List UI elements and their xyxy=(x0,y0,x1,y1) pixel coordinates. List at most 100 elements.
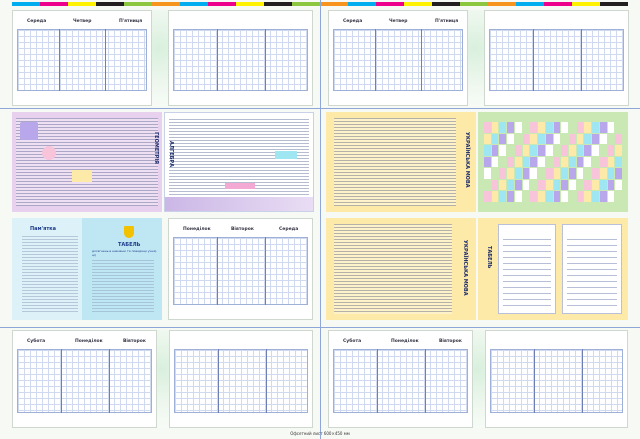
element-cell xyxy=(514,133,522,145)
element-cell xyxy=(491,191,499,202)
element-cell xyxy=(568,179,576,191)
element-cell xyxy=(561,156,568,168)
element-cell xyxy=(576,133,584,145)
geometry-title: ГЕОМЕТРІЯ xyxy=(153,132,159,165)
element-cell xyxy=(545,168,553,179)
element-cell xyxy=(607,191,615,202)
element-cell xyxy=(607,122,615,133)
diary-page-top-right xyxy=(484,10,629,106)
decorative-leaf xyxy=(152,10,168,106)
element-cell xyxy=(522,168,530,179)
day-header: Субота xyxy=(27,339,46,344)
algebra-reference-panel: АЛГЕБРА xyxy=(164,112,314,212)
diary-page-middle-left: Понеділок Вівторок Середа xyxy=(168,218,313,320)
element-cell xyxy=(599,145,607,156)
element-cell xyxy=(553,145,561,156)
element-cell xyxy=(568,156,576,168)
element-cell xyxy=(538,145,545,156)
memo-cover-panel: Пам'ятка ТАБЕЛЬ досягнень в навчанні та … xyxy=(12,218,162,320)
element-cell xyxy=(514,156,522,168)
ukrainian-reference-panel-2: УКРАЇНСЬКА МОВА xyxy=(326,218,476,320)
element-cell xyxy=(607,133,615,145)
element-cell xyxy=(522,145,530,156)
element-cell xyxy=(530,133,538,145)
element-cell xyxy=(484,168,491,179)
element-cell xyxy=(507,191,514,202)
element-cell xyxy=(530,168,538,179)
element-cell xyxy=(499,156,507,168)
element-cell xyxy=(514,145,522,156)
day-header: П'ятниця xyxy=(435,19,459,24)
element-cell xyxy=(576,156,584,168)
element-cell xyxy=(584,191,592,202)
element-cell xyxy=(530,191,538,202)
day-header: Понеділок xyxy=(391,339,419,344)
diary-page-bottom-second xyxy=(169,330,313,428)
element-cell xyxy=(576,191,584,202)
element-cell xyxy=(522,156,530,168)
element-cell xyxy=(592,122,599,133)
element-cell xyxy=(553,191,561,202)
element-cell xyxy=(576,179,584,191)
element-cell xyxy=(545,133,553,145)
element-cell xyxy=(484,145,491,156)
element-cell xyxy=(592,191,599,202)
element-cell xyxy=(553,122,561,133)
tabel-panel: ТАБЕЛЬ xyxy=(478,218,628,320)
tabel-grid xyxy=(498,224,556,314)
element-cell xyxy=(499,145,507,156)
algebra-title: АЛГЕБРА xyxy=(168,141,174,167)
element-cell xyxy=(522,179,530,191)
element-cell xyxy=(491,122,499,133)
element-cell xyxy=(592,168,599,179)
element-cell xyxy=(568,122,576,133)
element-cell xyxy=(561,191,568,202)
element-cell xyxy=(576,145,584,156)
cut-line xyxy=(320,0,321,439)
decorative-leaf xyxy=(468,10,484,106)
element-cell xyxy=(576,122,584,133)
element-cell xyxy=(545,191,553,202)
day-header: Середа xyxy=(279,227,299,232)
element-cell xyxy=(491,168,499,179)
memo-title: Пам'ятка xyxy=(30,226,57,232)
element-cell xyxy=(507,133,514,145)
element-cell xyxy=(592,179,599,191)
tabel-cover-title: ТАБЕЛЬ xyxy=(118,242,141,248)
element-cell xyxy=(484,133,491,145)
element-cell xyxy=(607,145,615,156)
diary-page-top-left: Середа Четвер П'ятниця xyxy=(12,10,152,106)
element-cell xyxy=(491,145,499,156)
element-cell xyxy=(538,133,545,145)
element-cell xyxy=(561,145,568,156)
element-cell xyxy=(599,156,607,168)
element-cell xyxy=(499,179,507,191)
element-cell xyxy=(545,122,553,133)
element-cell xyxy=(530,145,538,156)
diary-page-bottom-left: Субота Понеділок Вівторок xyxy=(12,330,157,428)
element-cell xyxy=(592,145,599,156)
element-cell xyxy=(607,156,615,168)
element-cell xyxy=(507,122,514,133)
element-cell xyxy=(507,168,514,179)
element-cell xyxy=(592,133,599,145)
element-cell xyxy=(530,179,538,191)
element-cell xyxy=(484,156,491,168)
element-cell xyxy=(561,168,568,179)
element-cell xyxy=(584,179,592,191)
element-cell xyxy=(599,122,607,133)
day-header: Середа xyxy=(27,19,47,24)
element-cell xyxy=(584,156,592,168)
element-cell xyxy=(538,179,545,191)
element-cell xyxy=(530,156,538,168)
element-cell xyxy=(584,133,592,145)
ukrainian-title: УКРАЇНСЬКА МОВА xyxy=(464,132,470,188)
element-cell xyxy=(592,156,599,168)
element-cell xyxy=(491,156,499,168)
schedule-grid xyxy=(562,224,622,314)
ukrainian-reference-panel: УКРАЇНСЬКА МОВА xyxy=(326,112,476,212)
coat-of-arms-icon xyxy=(124,226,134,238)
tabel-cover-subtitle: досягнень в навчанні та поведінці учня(-… xyxy=(92,249,158,257)
element-cell xyxy=(484,191,491,202)
element-cell xyxy=(484,179,491,191)
